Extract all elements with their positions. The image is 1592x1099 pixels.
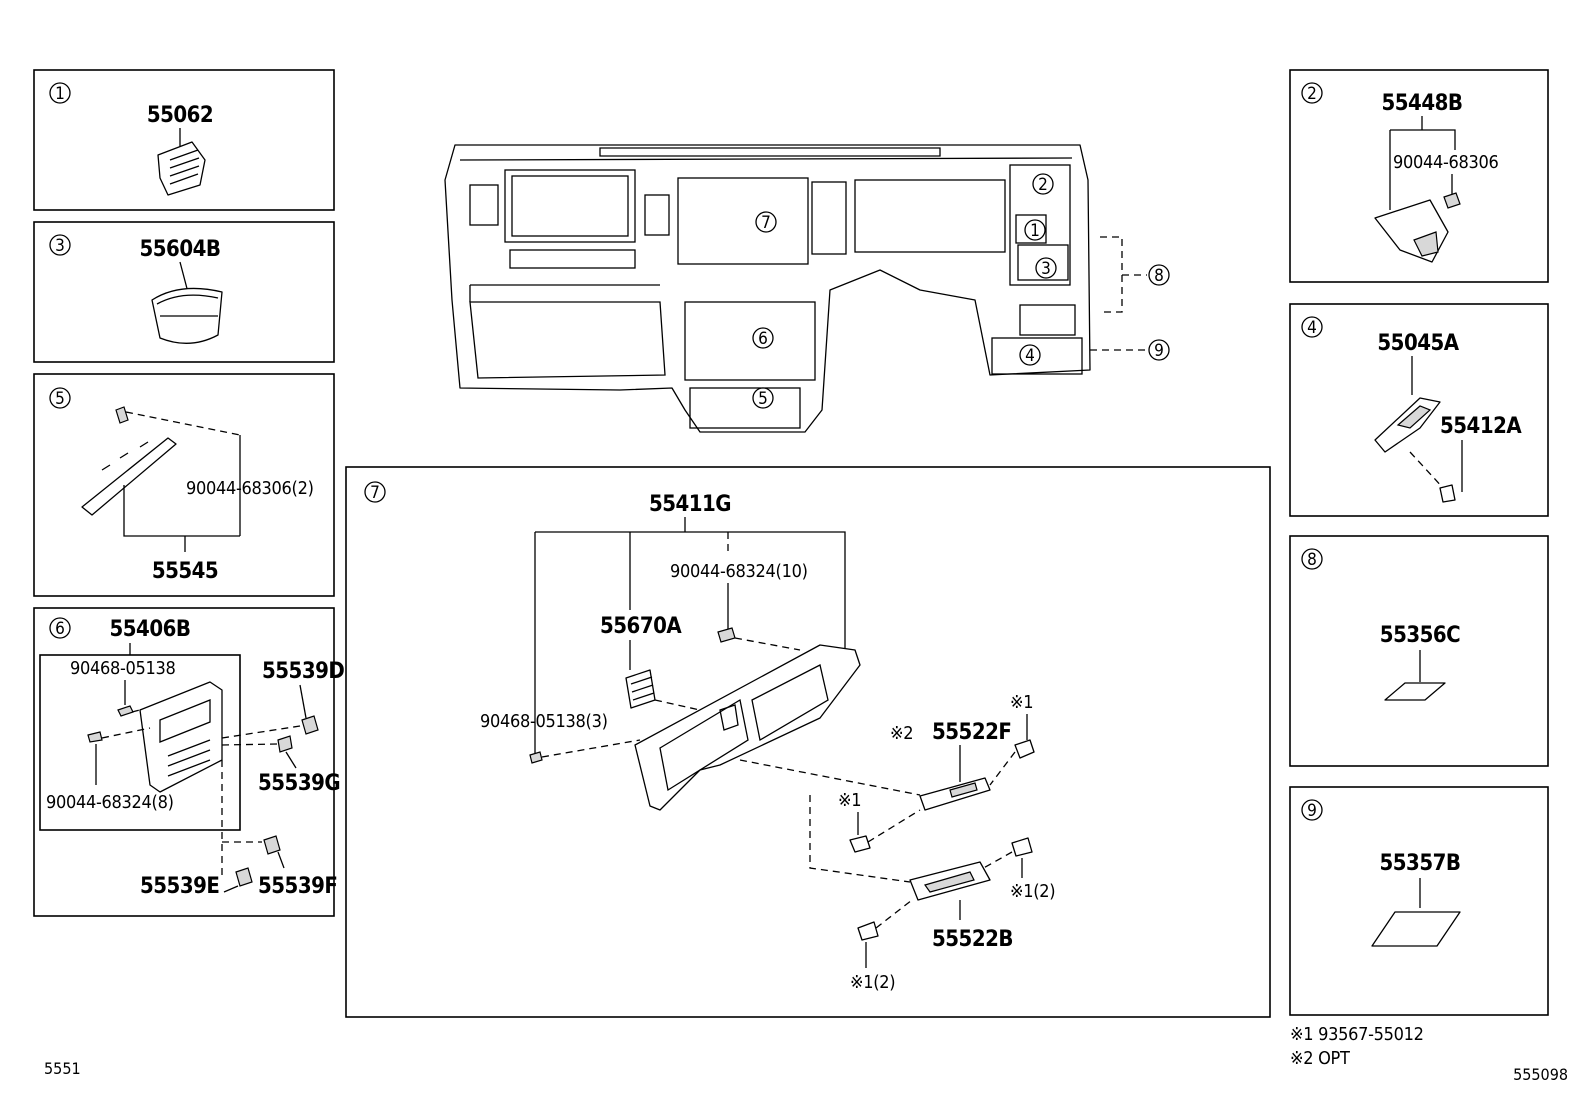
panel-1: 1 55062: [33, 69, 335, 211]
svg-text:3: 3: [55, 236, 65, 256]
part-number: 55412A: [1440, 414, 1522, 439]
part-number: 55539F: [258, 874, 337, 899]
svg-text:5: 5: [55, 389, 65, 409]
note-mark: ※2: [890, 723, 913, 744]
svg-text:5: 5: [758, 389, 768, 409]
part-number: 55045A: [1377, 331, 1459, 356]
part-number: 55448B: [1382, 91, 1463, 116]
trim-panel-part: [1374, 199, 1449, 263]
part-number: 55357B: [1380, 851, 1461, 876]
footnote: ※1 93567-55012: [1290, 1024, 1424, 1045]
part-number: 55545: [152, 559, 218, 584]
part-number: 55522B: [932, 927, 1013, 952]
part-number: 55411G: [649, 492, 731, 517]
part-number: 90468-05138(3): [480, 711, 608, 732]
vent-part: [625, 669, 656, 709]
bezel-part: [81, 437, 177, 516]
panel-7: 7 55411G 90044-68324(10) 55670A 90468-05…: [345, 466, 1271, 1018]
bezel-part: [1374, 397, 1441, 453]
svg-text:4: 4: [1025, 346, 1035, 366]
svg-text:1: 1: [55, 84, 65, 104]
air-vent-part: [157, 141, 206, 196]
center-cluster-part: [139, 681, 223, 793]
cup-holder-part: [151, 287, 223, 344]
panel-4: 4 55045A 55412A: [1289, 303, 1549, 517]
panel-9: 9 55357B: [1289, 786, 1549, 1016]
panel-8: 8 55356C: [1289, 535, 1549, 767]
part-number: 55406B: [110, 617, 191, 642]
diagram-code: 555098: [1513, 1065, 1568, 1084]
note-mark: ※1: [838, 790, 861, 811]
switch-part-f: [919, 777, 991, 811]
switch-part-b: [909, 861, 991, 901]
part-number: 55604B: [140, 237, 221, 262]
panel-5: 5 90044-68306(2) 55545: [33, 373, 335, 597]
footnote: ※2 OPT: [1290, 1048, 1350, 1069]
page-code: 5551: [44, 1059, 81, 1078]
part-number: 90044-68306(2): [186, 478, 314, 499]
part-number: 55539G: [258, 771, 340, 796]
svg-text:6: 6: [55, 619, 65, 639]
part-number: 55539E: [140, 874, 219, 899]
part-number: 90044-68324(10): [670, 561, 808, 582]
note-mark: ※1(2): [850, 972, 895, 993]
panel-6: 6 55406B 90468-05138 90044-68324(8) 5553…: [33, 607, 345, 917]
svg-text:6: 6: [758, 329, 768, 349]
svg-text:7: 7: [370, 483, 380, 503]
part-number: 90044-68306: [1393, 152, 1499, 173]
svg-text:9: 9: [1154, 341, 1164, 361]
svg-text:4: 4: [1307, 318, 1317, 338]
note-mark: ※1: [1010, 692, 1033, 713]
part-number: 55356C: [1380, 623, 1460, 648]
note-mark: ※1(2): [1010, 881, 1055, 902]
svg-text:3: 3: [1041, 259, 1051, 279]
part-number: 90044-68324(8): [46, 792, 174, 813]
part-number: 55522F: [932, 720, 1011, 745]
part-number: 90468-05138: [70, 658, 176, 679]
dashboard-overview: 1 2 3 4 5 6 7 8 9: [444, 144, 1170, 433]
svg-text:8: 8: [1307, 550, 1317, 570]
part-number: 55670A: [600, 614, 682, 639]
center-panel-part: [634, 644, 861, 811]
panel-2: 2 55448B 90044-68306: [1289, 69, 1549, 283]
part-number: 55539D: [262, 659, 344, 684]
label-sticker: [1371, 911, 1461, 947]
svg-text:2: 2: [1307, 84, 1317, 104]
svg-text:8: 8: [1154, 266, 1164, 286]
label-sticker: [1384, 682, 1446, 701]
callout-circle: 1 2 3 4 5 6 7 8 9: [752, 173, 1170, 409]
svg-text:9: 9: [1307, 801, 1317, 821]
svg-text:7: 7: [761, 213, 771, 233]
svg-text:1: 1: [1030, 221, 1040, 241]
panel-3: 3 55604B: [33, 221, 335, 363]
callout-circle: 1: [49, 82, 71, 104]
part-number: 55062: [147, 103, 213, 128]
svg-text:2: 2: [1038, 175, 1048, 195]
